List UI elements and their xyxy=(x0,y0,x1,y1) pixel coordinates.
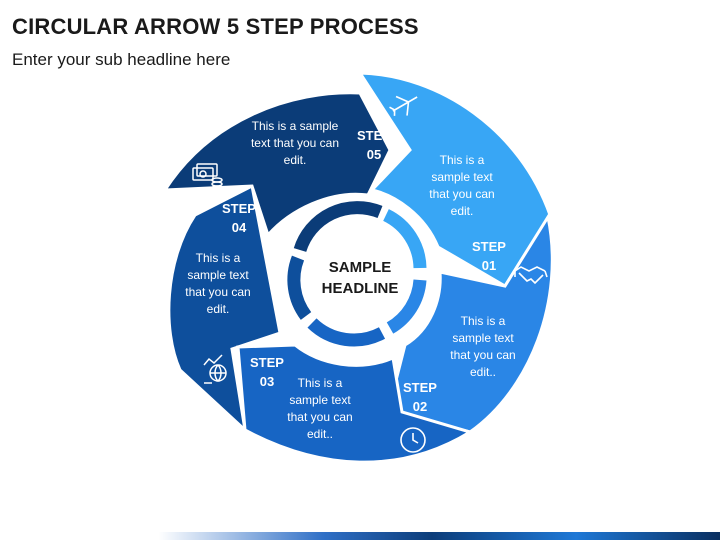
step-04-text-line4: edit. xyxy=(207,302,230,316)
step-04-text-line2: sample text xyxy=(187,268,249,282)
step-02-number: 02 xyxy=(413,399,427,414)
step-02-text-line2: sample text xyxy=(452,331,514,345)
center-ring xyxy=(287,201,427,347)
step-01-text-line1: This is a xyxy=(440,153,485,167)
step-04-number: 04 xyxy=(232,220,247,235)
step-03-arrow xyxy=(236,343,474,464)
step-02-text-line1: This is a xyxy=(461,314,506,328)
money-icon xyxy=(192,163,223,191)
step-05-text-line3: edit. xyxy=(284,153,307,167)
step-03-text-line4: edit.. xyxy=(307,427,333,441)
center-headline-line1: SAMPLE xyxy=(329,259,392,276)
step-03-text-line1: This is a xyxy=(298,376,343,390)
step-04-text-line1: This is a xyxy=(196,251,241,265)
step-03-word: STEP xyxy=(250,355,284,370)
step-01-text-line2: sample text xyxy=(431,170,493,184)
step-03-text-line3: that you can xyxy=(287,410,352,424)
step-01-number: 01 xyxy=(482,258,496,273)
step-01-arrow xyxy=(357,71,552,289)
step-02-word: STEP xyxy=(403,380,437,395)
step-04-word: STEP xyxy=(222,201,256,216)
step-03-text-line2: sample text xyxy=(289,393,351,407)
step-03-number: 03 xyxy=(260,374,274,389)
step-05-arrow xyxy=(162,91,392,238)
step-05-text-line1: This is a sample xyxy=(252,119,339,133)
page-title: CIRCULAR ARROW 5 STEP PROCESS xyxy=(12,14,419,39)
step-05-word: STEP xyxy=(357,128,391,143)
airplane-icon xyxy=(389,95,418,116)
step-02-text-line4: edit.. xyxy=(470,365,496,379)
center-headline-line2: HEADLINE xyxy=(322,280,399,297)
step-05-text-line2: text that you can xyxy=(251,136,339,150)
clock-icon xyxy=(400,427,426,453)
step-04-arrow xyxy=(167,183,282,435)
globe-chart-icon xyxy=(203,354,227,384)
step-01-text-line4: edit. xyxy=(451,204,474,218)
step-02-text-line3: that you can xyxy=(450,348,515,362)
handshake-icon xyxy=(514,266,548,285)
footer-gradient-bar xyxy=(0,532,720,540)
step-05-number: 05 xyxy=(367,147,381,162)
step-04-text-line3: that you can xyxy=(185,285,250,299)
step-01-word: STEP xyxy=(472,239,506,254)
page-subtitle: Enter your sub headline here xyxy=(12,50,231,69)
step-01-text-line3: that you can xyxy=(429,187,494,201)
